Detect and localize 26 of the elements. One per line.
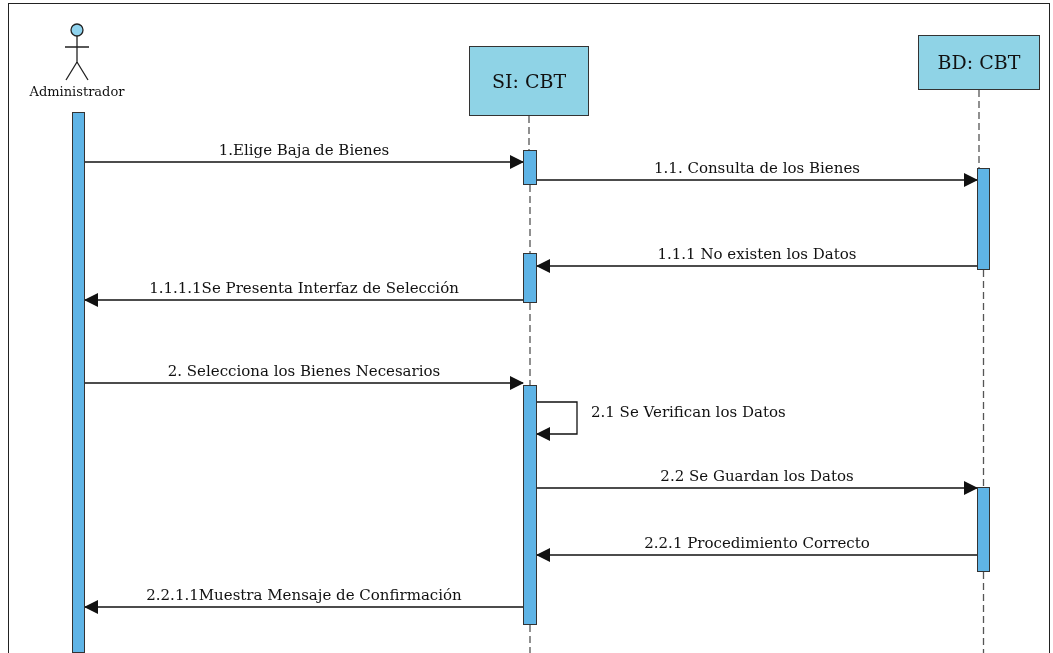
- message-arrow: [536, 401, 578, 441]
- lifeline-header: SI: CBT: [469, 46, 589, 116]
- lifeline: [978, 89, 980, 169]
- message-arrow: [536, 548, 978, 562]
- lifeline: [529, 302, 531, 386]
- activation-bar: [72, 112, 85, 653]
- message-arrow: [536, 259, 978, 273]
- activation-bar: [523, 253, 537, 303]
- lifeline: [528, 115, 530, 151]
- message-arrow: [84, 155, 524, 169]
- actor-name: Administrador: [29, 84, 125, 100]
- message-label: 2.2.1.1Muestra Mensaje de Confirmación: [144, 586, 464, 604]
- lifeline: [982, 269, 985, 488]
- activation-bar: [523, 150, 537, 185]
- activation-bar: [977, 168, 990, 270]
- message-arrow: [84, 600, 524, 614]
- message-arrow: [84, 293, 524, 307]
- message-arrow: [536, 173, 978, 187]
- lifeline: [529, 184, 531, 254]
- activation-bar: [523, 385, 537, 625]
- lifeline-header: BD: CBT: [918, 35, 1040, 90]
- activation-bar: [977, 487, 990, 572]
- lifeline: [982, 571, 985, 653]
- message-arrow: [536, 481, 978, 495]
- message-arrow: [84, 376, 524, 390]
- lifeline: [529, 624, 531, 653]
